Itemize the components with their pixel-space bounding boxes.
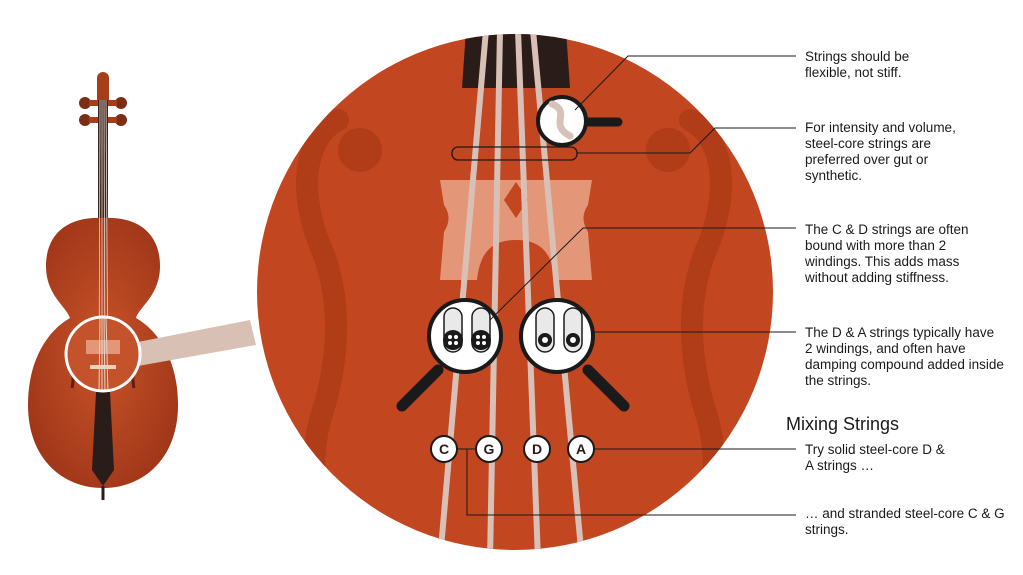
zoom-beam (138, 320, 256, 366)
peg-icon (79, 97, 91, 109)
string-label-g: G (484, 441, 495, 457)
magnifier-icon (396, 298, 503, 412)
cello-illustration (28, 72, 178, 500)
note-mixing-stranded: … and stranded steel-core C & G strings. (805, 506, 1005, 537)
fingerboard (462, 34, 570, 88)
string-label-d: D (532, 441, 542, 457)
note-steel-core: For intensity and volume, steel-core str… (805, 120, 956, 183)
string-label-c: C (439, 441, 449, 457)
note-flexible: Strings should be flexible, not stiff. (805, 49, 910, 80)
string-cross-section-icon (535, 307, 583, 353)
string-labels: C G D A (430, 435, 595, 463)
magnifier-icon (519, 298, 630, 412)
leader-lines (457, 55, 796, 516)
peg-icon (79, 114, 91, 126)
peg-icon (115, 114, 127, 126)
cello-neck (98, 100, 108, 230)
string-label-a: A (576, 441, 586, 457)
cello-tailpiece (92, 392, 114, 486)
detail-circle (257, 34, 773, 550)
peg-icon (115, 97, 127, 109)
note-mixing-solid: Try solid steel-core D & A strings … (805, 442, 945, 473)
mixing-heading: Mixing Strings (786, 414, 900, 434)
note-da-windings: The D & A strings typically have 2 windi… (805, 325, 1004, 388)
string-cross-section-icon (443, 307, 491, 353)
magnifier-icon (536, 95, 623, 147)
zoom-inset (64, 315, 256, 393)
note-cd-windings: The C & D strings are often bound with m… (805, 222, 969, 285)
